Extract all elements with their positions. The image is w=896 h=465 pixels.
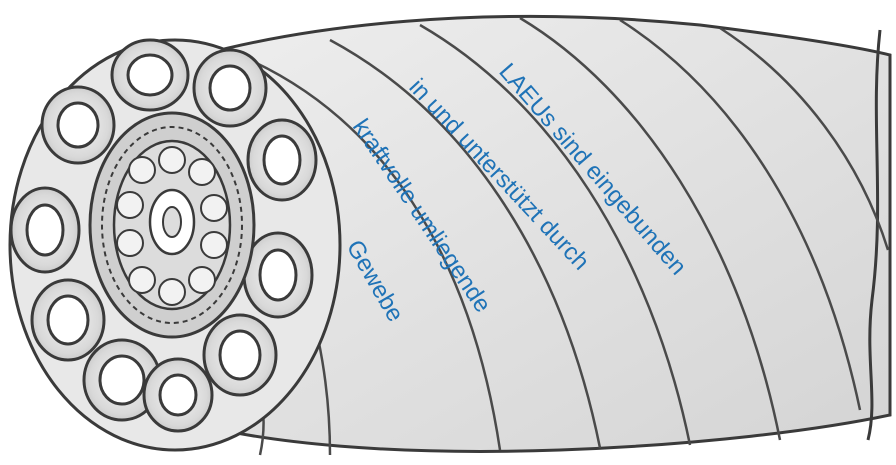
bundle-cross-section <box>10 40 340 450</box>
central-core <box>90 113 254 337</box>
